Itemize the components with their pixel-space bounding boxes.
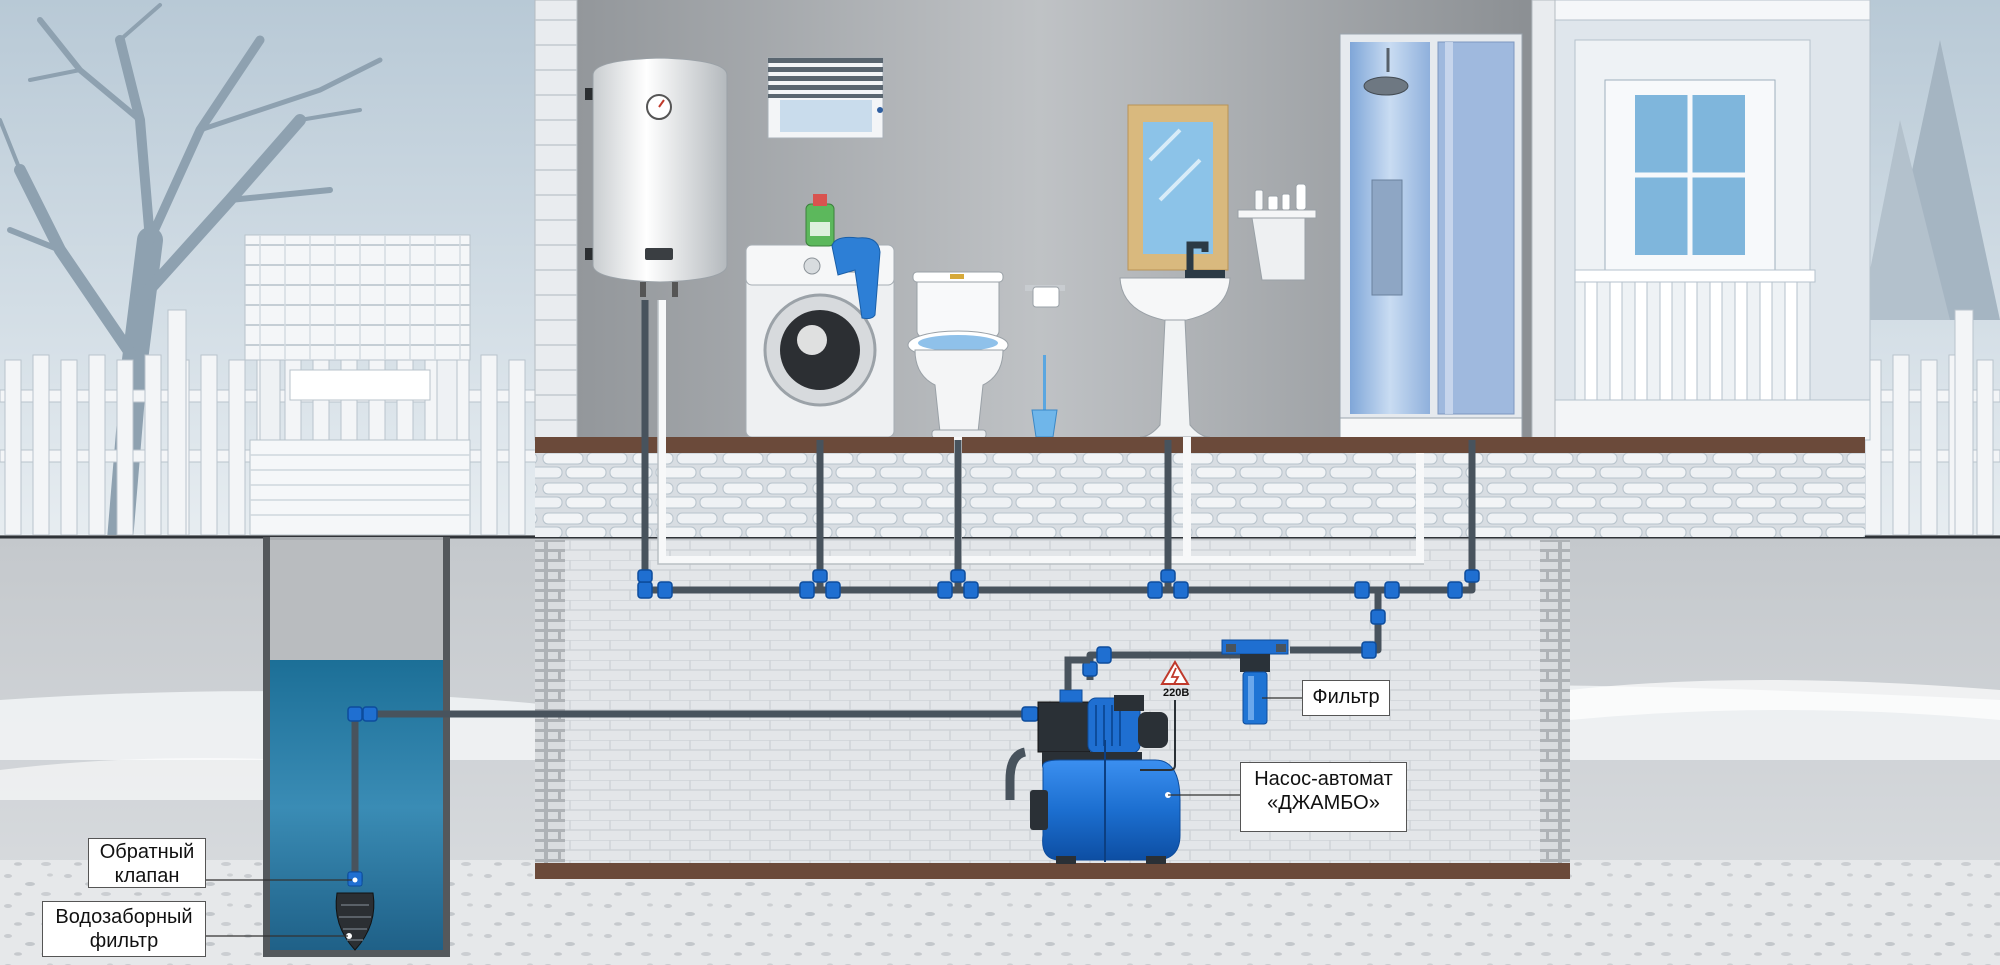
water-pipes <box>351 300 1476 880</box>
neighbour-house <box>1544 0 1871 441</box>
voltage-label: 220В <box>1163 687 1189 699</box>
mirror-icon <box>1127 104 1229 271</box>
detergent-bottle-icon <box>805 194 835 247</box>
check-valve-label-line2: клапан <box>114 865 180 887</box>
window-blinds-icon <box>767 57 884 139</box>
wall-siding-right <box>1531 0 1556 441</box>
sink-icon <box>1119 241 1231 438</box>
well-house <box>244 234 471 536</box>
floor-beam <box>535 437 1865 453</box>
leader-lines <box>205 697 1305 937</box>
stone-foundation <box>535 453 1865 537</box>
fence-right <box>1859 309 2000 536</box>
toilet-paper-icon <box>1025 285 1065 308</box>
water-filter-icon <box>1221 639 1289 725</box>
pump-station-icon <box>1005 656 1181 864</box>
water-heater-icon <box>585 57 728 297</box>
filter-label-text: Фильтр <box>1312 686 1380 708</box>
check-valve-label: Обратный клапан <box>88 838 206 888</box>
pump-label-line1: Насос-автомат <box>1254 768 1393 790</box>
filter-label: Фильтр <box>1302 680 1390 716</box>
warning-voltage-icon <box>1140 660 1190 771</box>
towel-icon <box>831 236 881 320</box>
check-valve-icon <box>347 871 363 887</box>
shelf-icon <box>1237 183 1317 281</box>
check-valve-label-line1: Обратный <box>99 841 195 863</box>
pump-label: Насос-автомат «ДЖАМБО» <box>1240 762 1407 832</box>
basement-floor-beam <box>535 863 1570 879</box>
intake-filter-label-line1: Водозаборный <box>55 906 193 928</box>
intake-filter-label: Водозаборный фильтр <box>42 901 206 957</box>
shower-cabin-icon <box>1339 33 1523 441</box>
pump-label-line2: «ДЖАМБО» <box>1267 792 1380 814</box>
intake-filter-label-line2: фильтр <box>89 930 159 952</box>
toilet-icon <box>907 271 1009 439</box>
